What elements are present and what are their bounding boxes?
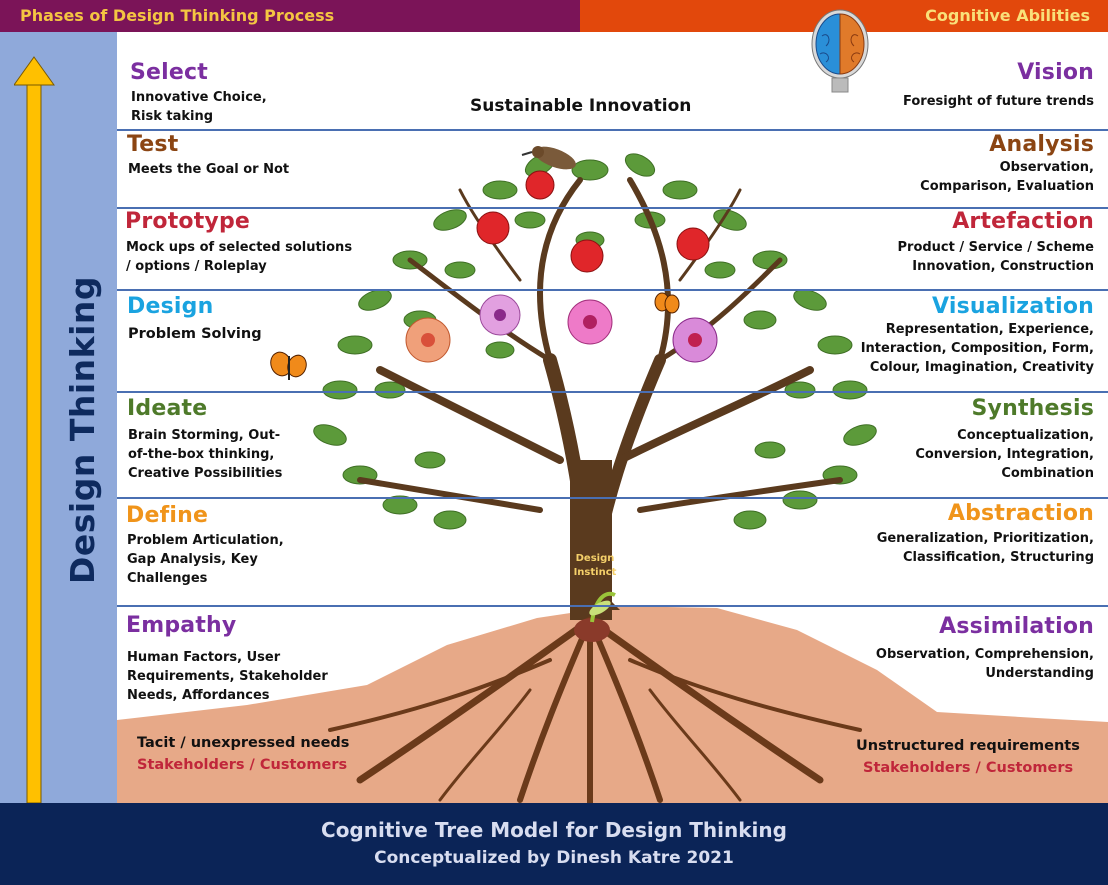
footer-title: Cognitive Tree Model for Design Thinking <box>321 818 787 842</box>
sidebar <box>0 32 117 803</box>
header-phases-title: Phases of Design Thinking Process <box>0 0 580 32</box>
phase-description: Brain Storming, Out- of-the-box thinking… <box>128 428 283 481</box>
ability-title: Visualization <box>932 294 1094 319</box>
phase-description: Innovative Choice, Risk taking <box>131 90 267 124</box>
divider <box>117 289 1108 291</box>
ground-right-line2: Stakeholders / Customers <box>863 760 1074 776</box>
ground-left-line2: Stakeholders / Customers <box>137 757 348 773</box>
ability-description: Generalization, Prioritization, Classifi… <box>876 531 1094 565</box>
ability-title: Vision <box>1017 60 1094 85</box>
ability-title: Artefaction <box>952 209 1094 234</box>
phase-title: Prototype <box>125 209 251 234</box>
divider <box>117 497 1108 499</box>
ability-title: Synthesis <box>971 396 1094 421</box>
divider <box>117 605 1108 607</box>
upward-arrow-icon <box>14 56 55 804</box>
phase-title: Ideate <box>127 396 208 421</box>
ground-right-line1: Unstructured requirements <box>856 738 1080 754</box>
ability-description: Representation, Experience, Interaction,… <box>860 322 1094 375</box>
phase-title: Test <box>127 132 179 157</box>
phase-description: Problem Articulation, Gap Analysis, Key … <box>127 533 284 586</box>
phase-title: Define <box>126 503 209 528</box>
phase-title: Empathy <box>126 613 237 638</box>
ground-left-line1: Tacit / unexpressed needs <box>137 735 350 751</box>
ability-description: Product / Service / Scheme Innovation, C… <box>897 240 1095 274</box>
sidebar-title: Design Thinking <box>63 276 102 585</box>
ability-title: Abstraction <box>947 501 1094 526</box>
footer <box>0 803 1108 885</box>
design-instinct-label: Design Instinct <box>573 553 617 578</box>
brain-icon <box>811 9 869 93</box>
sustainable-innovation-label: Sustainable Innovation <box>470 96 692 116</box>
seedling-icon <box>574 591 616 642</box>
divider <box>117 391 1108 393</box>
phase-description: Meets the Goal or Not <box>128 162 290 177</box>
divider <box>117 129 1108 131</box>
ability-title: Assimilation <box>939 614 1094 639</box>
divider <box>117 207 1108 209</box>
bird-icon <box>521 146 576 170</box>
ability-description: Observation, Comparison, Evaluation <box>920 160 1094 194</box>
butterfly-icon <box>654 292 680 314</box>
butterfly-icon <box>270 351 307 380</box>
footer-subtitle: Conceptualized by Dinesh Katre 2021 <box>374 848 734 868</box>
phase-title: Select <box>130 60 208 85</box>
ability-title: Analysis <box>989 132 1094 157</box>
phase-description: Problem Solving <box>128 326 262 342</box>
soil-ground <box>117 606 1108 803</box>
ability-description: Conceptualization, Conversion, Integrati… <box>915 428 1094 481</box>
phase-description: Mock ups of selected solutions / options… <box>126 240 353 274</box>
cognitive-tree-illustration <box>313 146 877 808</box>
ability-description: Observation, Comprehension, Understandin… <box>875 647 1094 681</box>
ability-description: Foresight of future trends <box>903 94 1094 109</box>
phase-title: Design <box>127 294 214 319</box>
phase-description: Human Factors, User Requirements, Stakeh… <box>127 650 328 703</box>
